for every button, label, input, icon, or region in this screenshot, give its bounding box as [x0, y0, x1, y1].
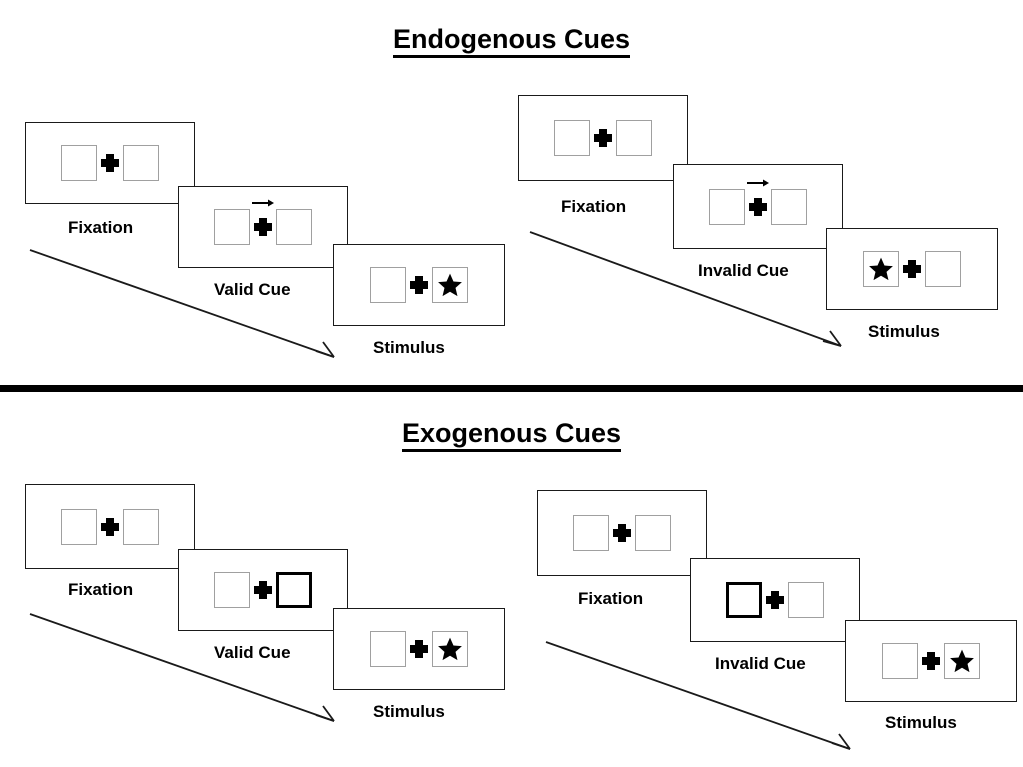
panel-content	[554, 120, 652, 156]
arrow-right-icon	[252, 199, 274, 207]
caption-exo-invalid-fixation: Fixation	[578, 589, 644, 608]
panel-exo-valid-cue[interactable]	[178, 549, 348, 631]
placeholder-box-left	[709, 188, 745, 225]
caption-exo-valid-stimulus: Stimulus	[373, 702, 445, 721]
panel-endo-valid-cue[interactable]	[178, 186, 348, 268]
panel-content	[370, 631, 468, 667]
panel-content	[863, 251, 961, 287]
placeholder-box-right	[123, 508, 159, 545]
flow-arrow-endogenous-invalid	[529, 231, 842, 347]
panel-content	[214, 572, 312, 608]
star-target-icon	[950, 649, 974, 673]
fixation-cross-icon	[250, 572, 276, 608]
placeholder-box-left	[882, 643, 918, 679]
caption-endo-invalid-fixation: Fixation	[561, 197, 627, 216]
panel-endo-invalid-stimulus[interactable]	[826, 228, 998, 310]
panel-exo-invalid-fixation[interactable]	[537, 490, 707, 576]
placeholder-box-left	[214, 209, 250, 245]
placeholder-box-left	[573, 515, 609, 551]
placeholder-box-left	[863, 251, 899, 287]
placeholder-box-right	[635, 515, 671, 551]
placeholder-box-left	[370, 267, 406, 303]
fixation-cross-icon	[97, 145, 123, 181]
star-target-icon	[438, 273, 462, 297]
panel-content	[882, 643, 980, 679]
caption-exo-valid-fixation: Fixation	[68, 580, 134, 599]
section-title-exogenous-text: Exogenous Cues	[401, 418, 622, 452]
fixation-cross-icon	[918, 643, 944, 679]
section-title-exogenous: Exogenous Cues	[0, 418, 1023, 452]
caption-exo-invalid-cue: Invalid Cue	[715, 654, 806, 673]
caption-exo-valid-cue: Valid Cue	[214, 643, 291, 662]
peripheral-cue-box-left	[726, 582, 762, 618]
panel-exo-valid-fixation[interactable]	[25, 484, 195, 569]
placeholder-box-right	[925, 251, 961, 287]
panel-content	[214, 199, 312, 245]
placeholder-box-right	[432, 631, 468, 667]
section-title-endogenous-text: Endogenous Cues	[392, 24, 630, 58]
panel-content	[370, 267, 468, 303]
placeholder-box-right	[944, 643, 980, 679]
placeholder-box-left	[214, 572, 250, 608]
section-divider	[0, 385, 1023, 392]
fixation-cross-icon	[590, 120, 616, 156]
caption-endo-invalid-stimulus: Stimulus	[868, 322, 940, 341]
flow-arrow-exogenous-valid	[29, 613, 335, 722]
placeholder-box-left	[61, 508, 97, 545]
panel-endo-valid-fixation[interactable]	[25, 122, 195, 204]
caption-endo-valid-cue: Valid Cue	[214, 280, 291, 299]
panel-endo-invalid-fixation[interactable]	[518, 95, 688, 181]
panel-content	[61, 145, 159, 181]
caption-endo-invalid-cue: Invalid Cue	[698, 261, 789, 280]
panel-exo-invalid-cue[interactable]	[690, 558, 860, 642]
placeholder-box-right	[616, 120, 652, 156]
star-target-icon	[438, 637, 462, 661]
panel-endo-invalid-cue[interactable]	[673, 164, 843, 249]
panel-content	[61, 508, 159, 545]
placeholder-box-left	[61, 145, 97, 181]
placeholder-box-left	[554, 120, 590, 156]
arrow-right-icon	[747, 179, 769, 186]
panel-exo-valid-stimulus[interactable]	[333, 608, 505, 690]
panel-content	[709, 179, 807, 225]
panel-content	[726, 582, 824, 618]
placeholder-box-right	[276, 209, 312, 245]
fixation-cross-icon	[899, 251, 925, 287]
fixation-cross-icon	[406, 267, 432, 303]
fixation-cross-icon	[97, 509, 123, 545]
flow-arrow-exogenous-invalid	[545, 641, 851, 750]
placeholder-box-left	[370, 631, 406, 667]
placeholder-box-right	[123, 145, 159, 181]
panel-endo-valid-stimulus[interactable]	[333, 244, 505, 326]
fixation-cross-icon	[745, 179, 771, 225]
peripheral-cue-box-right	[276, 572, 312, 608]
caption-exo-invalid-stimulus: Stimulus	[885, 713, 957, 732]
caption-endo-valid-stimulus: Stimulus	[373, 338, 445, 357]
placeholder-box-right	[432, 267, 468, 303]
placeholder-box-right	[771, 188, 807, 225]
fixation-cross-icon	[609, 515, 635, 551]
flow-arrow-endogenous-valid	[29, 249, 335, 358]
panel-exo-invalid-stimulus[interactable]	[845, 620, 1017, 702]
section-title-endogenous: Endogenous Cues	[0, 24, 1023, 58]
fixation-cross-icon	[406, 631, 432, 667]
placeholder-box-right	[788, 582, 824, 618]
panel-content	[573, 515, 671, 551]
caption-endo-valid-fixation: Fixation	[68, 218, 134, 237]
fixation-cross-icon	[250, 199, 276, 245]
star-target-icon	[869, 257, 893, 281]
fixation-cross-icon	[762, 582, 788, 618]
